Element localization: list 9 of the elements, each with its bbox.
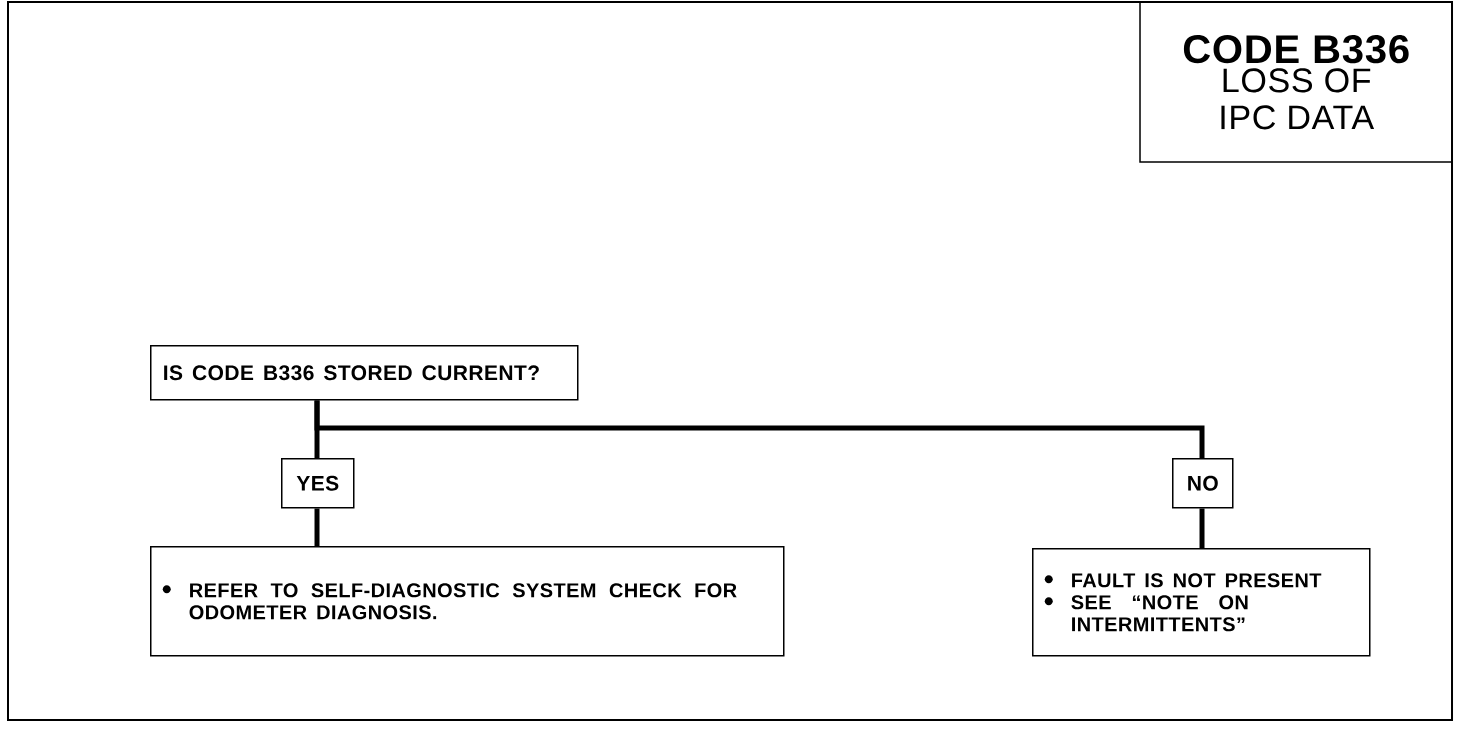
title-box: CODE B336 LOSS OF IPC DATA [1139, 1, 1453, 163]
answer-box: YES [281, 458, 355, 509]
decision-box: IS CODE B336 STORED CURRENT? [150, 345, 579, 401]
answer-box: NO [1172, 458, 1234, 509]
result-box: REFER TO SELF-DIAGNOSTIC SYSTEM CHECK FOR ODOMETER DIAGNOSIS. [150, 546, 785, 657]
result-box: FAULT IS NOT PRESENT SEE “NOTE ON INTERMITTENTS” [1032, 548, 1371, 657]
connector-line [314, 508, 320, 546]
connector-line [1199, 508, 1205, 548]
connector-line [314, 400, 1205, 458]
